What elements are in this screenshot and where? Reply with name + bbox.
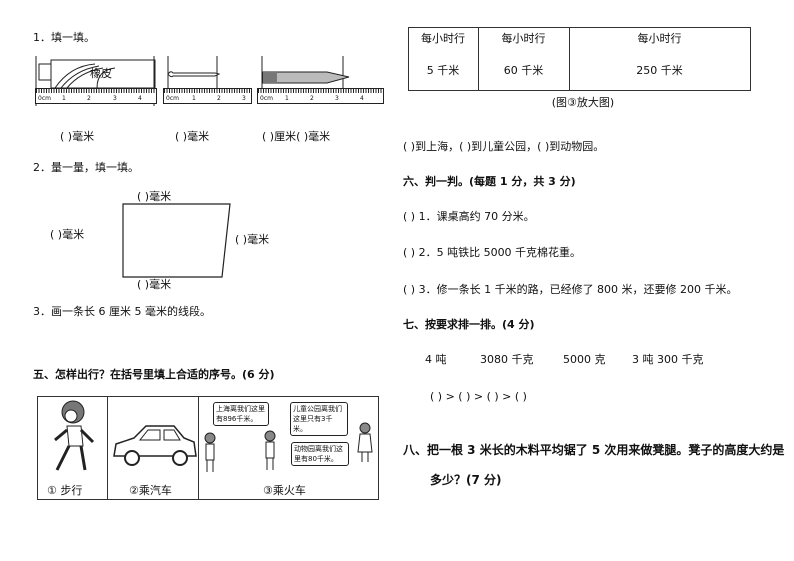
q2-right-answer[interactable]: ( )毫米 bbox=[235, 233, 270, 246]
q8-title: 八、把一根 3 米长的木料平均锯了 5 次用来做凳腿。凳子的高度大约是 bbox=[403, 443, 785, 457]
quadrilateral-shape bbox=[122, 203, 231, 278]
pencil-icon bbox=[261, 56, 350, 88]
q1-answer-2[interactable]: ( )毫米 bbox=[175, 130, 210, 143]
speech-bubble-zoo: 动物园离我们这里有80千米。 bbox=[291, 442, 349, 466]
divider bbox=[569, 27, 570, 90]
q7-item-1: 4 吨 bbox=[425, 353, 447, 366]
q7-item-2: 3080 千克 bbox=[480, 353, 534, 366]
ruler-1: 0cm 1 2 3 4 bbox=[35, 88, 157, 104]
speech-bubble-park: 儿童公园离我们这里只有3千米。 bbox=[290, 402, 348, 436]
q5-title: 五、怎样出行？在括号里填上合适的序号。(6 分) bbox=[33, 368, 275, 381]
divider bbox=[478, 27, 479, 90]
speed-header-walk: 每小时行 bbox=[421, 32, 465, 45]
speed-car: 60 千米 bbox=[503, 64, 544, 77]
ruler-2: 0cm 1 2 3 bbox=[163, 88, 252, 104]
speed-table bbox=[408, 27, 751, 91]
speech-bubble-shanghai: 上海离我们这里有896千米。 bbox=[213, 402, 269, 426]
speed-table-caption: (图③放大图) bbox=[551, 96, 615, 109]
q1-answer-3[interactable]: ( )厘米( )毫米 bbox=[262, 130, 331, 143]
walking-boy-icon bbox=[54, 400, 95, 471]
divider bbox=[107, 396, 108, 499]
q7-title: 七、按要求排一排。(4 分) bbox=[403, 318, 535, 331]
q7-item-3: 5000 克 bbox=[563, 353, 606, 366]
speed-walk: 5 千米 bbox=[426, 64, 460, 77]
car-icon bbox=[113, 425, 197, 466]
q8-title-cont: 多少？(7 分) bbox=[430, 473, 502, 487]
q6-item-1[interactable]: ( ) 1．课桌高约 70 分米。 bbox=[403, 210, 535, 223]
children-talking-icon bbox=[204, 422, 373, 472]
ruler-3: 0cm 1 2 3 4 bbox=[257, 88, 384, 104]
option-walk: ① 步行 bbox=[47, 484, 83, 497]
speed-train: 250 千米 bbox=[636, 64, 683, 77]
q2-bottom-answer[interactable]: ( )毫米 bbox=[137, 278, 172, 291]
eraser-label: 橡皮 bbox=[90, 67, 112, 80]
travel-options-box bbox=[37, 396, 379, 500]
q1-title: 1．填一填。 bbox=[33, 31, 95, 44]
q6-item-3[interactable]: ( ) 3．修一条长 1 千米的路，已经修了 800 米，还要修 200 千米。 bbox=[403, 283, 738, 296]
q3-title: 3．画一条长 6 厘米 5 毫米的线段。 bbox=[33, 305, 211, 318]
option-car: ②乘汽车 bbox=[129, 484, 172, 497]
q5-answer-line[interactable]: ( )到上海，( )到儿童公园，( )到动物园。 bbox=[403, 140, 605, 153]
q6-title: 六、判一判。(每题 1 分，共 3 分) bbox=[403, 175, 576, 188]
eraser-icon bbox=[35, 56, 156, 106]
speed-header-train: 每小时行 bbox=[637, 32, 682, 45]
q7-order-answer[interactable]: ( ) > ( ) > ( ) > ( ) bbox=[430, 390, 527, 403]
q2-title: 2．量一量，填一填。 bbox=[33, 161, 139, 174]
q2-left-answer[interactable]: ( )毫米 bbox=[50, 228, 85, 241]
q6-item-2[interactable]: ( ) 2．5 吨铁比 5000 千克棉花重。 bbox=[403, 246, 582, 259]
speed-header-car: 每小时行 bbox=[501, 32, 546, 45]
q1-answer-1[interactable]: ( )毫米 bbox=[60, 130, 95, 143]
option-train: ③乘火车 bbox=[263, 484, 306, 497]
divider bbox=[198, 396, 199, 499]
nail-icon bbox=[167, 56, 221, 88]
q7-item-4: 3 吨 300 千克 bbox=[632, 353, 704, 366]
q2-top-answer[interactable]: ( )毫米 bbox=[137, 190, 172, 203]
